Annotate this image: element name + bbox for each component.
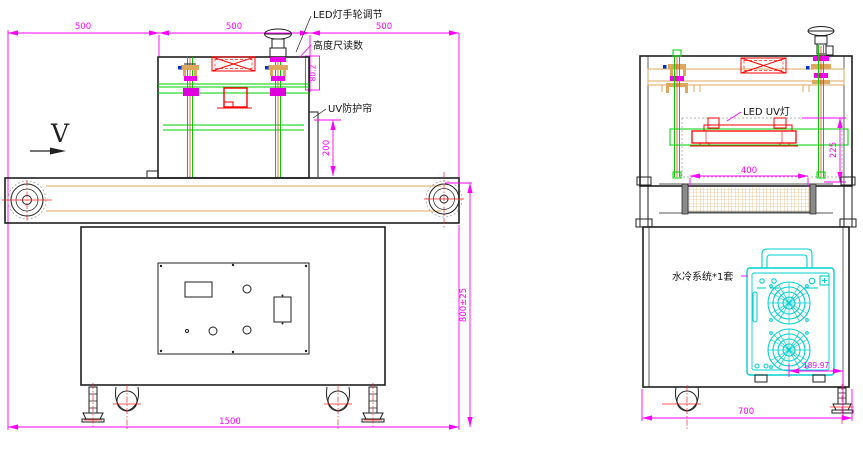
roller-right (424, 172, 464, 228)
roller-left (2, 180, 52, 221)
caster-front-right (324, 385, 352, 430)
chiller-button (808, 277, 816, 285)
callout-height-ruler: 高度尺读数 (299, 39, 363, 58)
dim-lamp-to-belt: 225 (802, 117, 846, 183)
leveling-foot-side (830, 384, 854, 424)
lamp-head-housing (146, 28, 319, 179)
feet-side (662, 384, 854, 430)
uv-lamp-front (217, 87, 252, 109)
dim-225: 225 (829, 142, 839, 158)
dim-front-top-2: 500 (226, 22, 242, 32)
chiller-button (759, 278, 765, 284)
caster-side (662, 385, 701, 430)
panel-display (184, 281, 213, 298)
dim-front-top-1: 500 (75, 22, 91, 32)
feet-front (81, 383, 385, 430)
panel-button-left (208, 326, 218, 336)
view-direction-arrow: V (30, 119, 70, 155)
dim-height-ruler-reading: 80.2 (305, 55, 320, 91)
label-view-v: V (50, 119, 70, 148)
callout-uv-curtain: UV防护帘 (312, 102, 372, 119)
dim-front-top-3: 500 (376, 22, 392, 32)
roller-side (635, 176, 857, 228)
control-panel (157, 262, 310, 355)
leveling-foot-front-right (361, 383, 385, 428)
lead-screw-left (178, 57, 199, 177)
crossed-box-symbol-side (740, 57, 787, 74)
dim-front-overall: 1500 (8, 225, 460, 430)
panel-button-right (242, 325, 252, 335)
conveyor-front (2, 172, 464, 228)
label-led-handwheel: LED灯手轮调节 (313, 8, 383, 21)
panel-button-top (242, 284, 252, 294)
chiller-power-socket (819, 275, 830, 286)
dim-side-overall: 700 (641, 389, 853, 421)
leveling-foot-front-left (81, 383, 105, 428)
callout-led-uv-lamp: LED UV灯 (726, 106, 790, 122)
callout-water-cooling: 水冷系统*1套 (672, 270, 748, 283)
dim-200: 200 (322, 140, 332, 156)
cabinet-side (642, 226, 850, 388)
label-height-ruler: 高度尺读数 (313, 39, 363, 52)
callout-led-handwheel: LED灯手轮调节 (295, 8, 383, 53)
dim-700: 700 (738, 407, 754, 417)
front-view: 500 500 500 80.2 (2, 8, 473, 430)
chiller-button (771, 278, 777, 284)
chiller-fan-top (767, 281, 811, 325)
dim-189: 189.97 (803, 361, 829, 370)
panel-switch (273, 296, 292, 323)
dim-roller-width: 400 (689, 166, 809, 187)
side-view: LED UV灯 225 (635, 26, 857, 430)
uv-curtain-bracket (146, 111, 319, 177)
water-chiller (746, 248, 835, 383)
dim-1500: 1500 (219, 417, 241, 427)
dim-curtain-to-belt: 200 (314, 119, 341, 176)
dim-800: 800±25 (459, 288, 469, 322)
dim-front-top-chain: 500 500 500 (7, 22, 460, 430)
caster-front-left (113, 385, 141, 430)
cabinet-front (80, 226, 386, 386)
dim-400: 400 (741, 166, 757, 176)
dim-table-height: 800±25 (445, 182, 473, 427)
lead-screw-right (265, 57, 288, 177)
label-led-uv-lamp: LED UV灯 (743, 106, 790, 118)
label-uv-curtain: UV防护帘 (328, 102, 372, 115)
height-ruler-value: 80.2 (309, 64, 318, 81)
crossed-box-symbol (211, 56, 256, 72)
uv-lamp-side (690, 117, 798, 147)
label-water-cooling: 水冷系统*1套 (672, 270, 733, 283)
